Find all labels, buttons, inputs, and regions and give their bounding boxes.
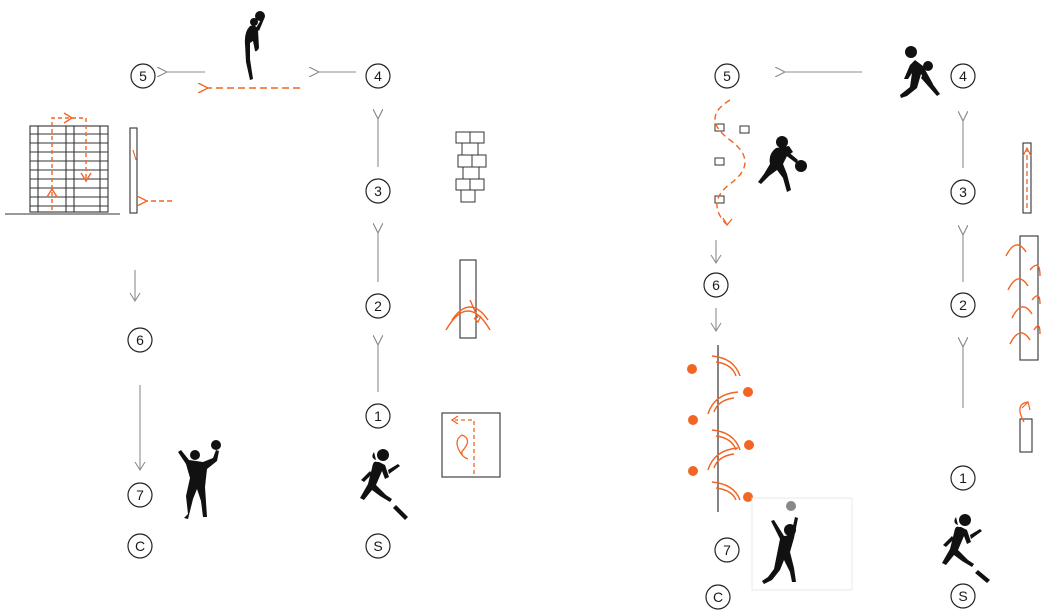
hurdle-line-icon <box>687 345 754 512</box>
right-station-2: 2 <box>951 293 975 317</box>
station-label: C <box>713 589 723 605</box>
station-label: 1 <box>959 470 967 486</box>
station-label: 5 <box>723 68 731 84</box>
right-course: 5 4 3 2 1 S 6 7 <box>687 46 1040 609</box>
station-label: C <box>135 538 145 554</box>
station-label: 3 <box>959 184 967 200</box>
right-station-1: 1 <box>951 466 975 490</box>
runner-icon <box>942 514 990 583</box>
left-connector-arrows <box>130 72 378 470</box>
tall-plank-icon <box>1023 143 1031 213</box>
left-course: 5 4 3 2 1 S 6 7 <box>5 11 500 558</box>
volleyball-spiker-icon <box>752 498 852 590</box>
station-label: 1 <box>374 408 382 424</box>
small-box-icon <box>1020 402 1032 452</box>
right-station-start: S <box>951 584 975 608</box>
right-station-4: 4 <box>951 64 975 88</box>
station-label: 2 <box>959 297 967 313</box>
right-station-3: 3 <box>951 180 975 204</box>
ball-catcher-icon <box>178 440 221 519</box>
station-label: 3 <box>374 183 382 199</box>
ball-thrower-icon <box>245 11 265 80</box>
left-station-4: 4 <box>366 64 390 88</box>
wall-bars-icon <box>5 126 120 214</box>
left-station-start: S <box>366 534 390 558</box>
station-label: 7 <box>136 487 144 503</box>
station-label: 5 <box>139 68 147 84</box>
left-station-finish: C <box>128 534 152 558</box>
stacked-boxes-icon <box>456 132 486 202</box>
station-label: 7 <box>723 542 731 558</box>
station-label: 4 <box>374 68 382 84</box>
right-station-6: 6 <box>704 273 728 297</box>
slalom-markers-icon <box>715 100 749 225</box>
left-station-5: 5 <box>131 64 155 88</box>
left-station-6: 6 <box>128 328 152 352</box>
station-label: 6 <box>136 332 144 348</box>
left-station-7: 7 <box>128 483 152 507</box>
runner-icon <box>360 449 408 520</box>
left-station-2: 2 <box>366 294 390 318</box>
bench-icon <box>130 128 172 213</box>
right-station-5: 5 <box>715 64 739 88</box>
station-label: 6 <box>712 277 720 293</box>
left-station-1: 1 <box>366 404 390 428</box>
mat-square-icon <box>442 413 500 477</box>
right-station-finish: C <box>706 585 730 609</box>
zigzag-board-icon <box>1006 236 1040 360</box>
volleyball-receiver-icon <box>900 46 940 98</box>
right-connector-arrows <box>711 72 963 408</box>
station-label: 4 <box>959 68 967 84</box>
balance-beam-icon <box>446 260 490 338</box>
station-label: 2 <box>374 298 382 314</box>
dribbler-icon <box>758 136 807 192</box>
station-label: S <box>373 538 382 554</box>
station-label: S <box>958 588 967 604</box>
right-station-7: 7 <box>715 538 739 562</box>
left-station-3: 3 <box>366 179 390 203</box>
